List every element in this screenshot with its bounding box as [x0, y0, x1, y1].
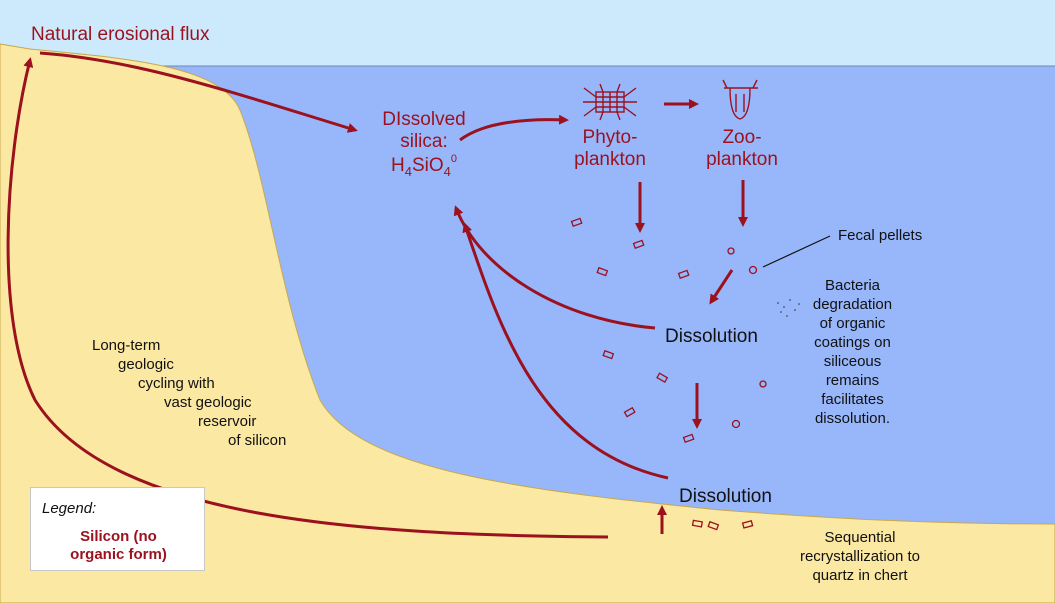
- bacteria-line: coatings on: [814, 334, 891, 351]
- formula-o-subscript: 4: [443, 163, 451, 179]
- land-region: [0, 43, 1055, 603]
- bacteria-line: remains: [825, 372, 880, 389]
- recryst-line: quartz in chert: [812, 567, 908, 584]
- longterm-line: Long-term: [92, 337, 161, 354]
- dissolved-silica-label: DIssolved silica: H4SiO40: [374, 109, 474, 179]
- phytoplankton-label: Phyto- plankton: [560, 127, 660, 171]
- longterm-line: cycling with: [138, 375, 215, 392]
- longterm-line: of silicon: [228, 432, 287, 449]
- legend-item-line-1: Silicon (no: [80, 528, 157, 545]
- zoo-line-1: Zoo-: [722, 127, 762, 148]
- fecal-pellets-pointer: [762, 235, 831, 268]
- erosional-flux-arrow: [39, 51, 358, 133]
- phyto-line-2: plankton: [574, 148, 646, 170]
- bacteria-dots: [777, 299, 800, 317]
- longterm-line: vast geologic: [164, 394, 252, 411]
- zoo-line-2: plankton: [706, 148, 778, 170]
- zooplankton-label: Zoo- plankton: [692, 127, 792, 171]
- bacteria-line: dissolution.: [814, 410, 891, 427]
- formula-h-subscript: 4: [404, 163, 412, 179]
- radiolarian-icon: [722, 79, 758, 120]
- formula-h: H: [390, 154, 405, 176]
- longterm-line: reservoir: [198, 413, 257, 430]
- geologic-cycle-arrow: [6, 57, 609, 539]
- legend-item-line-2: organic form): [70, 546, 167, 563]
- siliceous-particles: [570, 217, 767, 531]
- bacteria-line: facilitates: [821, 391, 884, 408]
- silicic-acid-formula: H4SiO40: [374, 152, 474, 179]
- bacteria-line: of organic: [819, 315, 886, 332]
- bacteria-note: Bacteria degradation of organic coatings…: [790, 276, 915, 428]
- uptake-arrow: [459, 114, 569, 142]
- legend-box: Legend: Silicon (no organic form): [30, 487, 205, 571]
- phyto-line-1: Phyto-: [582, 127, 638, 148]
- bacteria-line: siliceous: [823, 353, 882, 370]
- recryst-line: Sequential: [824, 529, 896, 546]
- bacteria-line: degradation: [812, 296, 893, 313]
- fecal-pellets-label: Fecal pellets: [838, 227, 923, 244]
- recrystallization-note: Sequential recrystallization to quartz i…: [760, 528, 960, 585]
- legend-title: Legend:: [42, 500, 97, 517]
- return-arrow-lower: [462, 222, 669, 480]
- dissolution-label-lower: Dissolution: [679, 486, 772, 507]
- dissolution-label-upper: Dissolution: [665, 326, 758, 347]
- long-term-cycling-note: Long-term geologic cycling with vast geo…: [92, 336, 292, 450]
- diatom-icon: [583, 83, 637, 121]
- formula-sio: SiO: [411, 154, 444, 176]
- longterm-line: geologic: [118, 356, 174, 373]
- dissolved-line-2: silica:: [400, 130, 448, 152]
- natural-erosional-flux-label: Natural erosional flux: [31, 24, 210, 45]
- legend-item-silicon: Silicon (no organic form): [31, 528, 206, 564]
- pellet-sinking-arrow: [709, 269, 734, 305]
- formula-superscript: 0: [450, 152, 457, 165]
- recryst-line: recrystallization to: [799, 548, 921, 565]
- bacteria-line: Bacteria: [824, 277, 881, 294]
- dissolved-line-1: DIssolved: [382, 109, 466, 130]
